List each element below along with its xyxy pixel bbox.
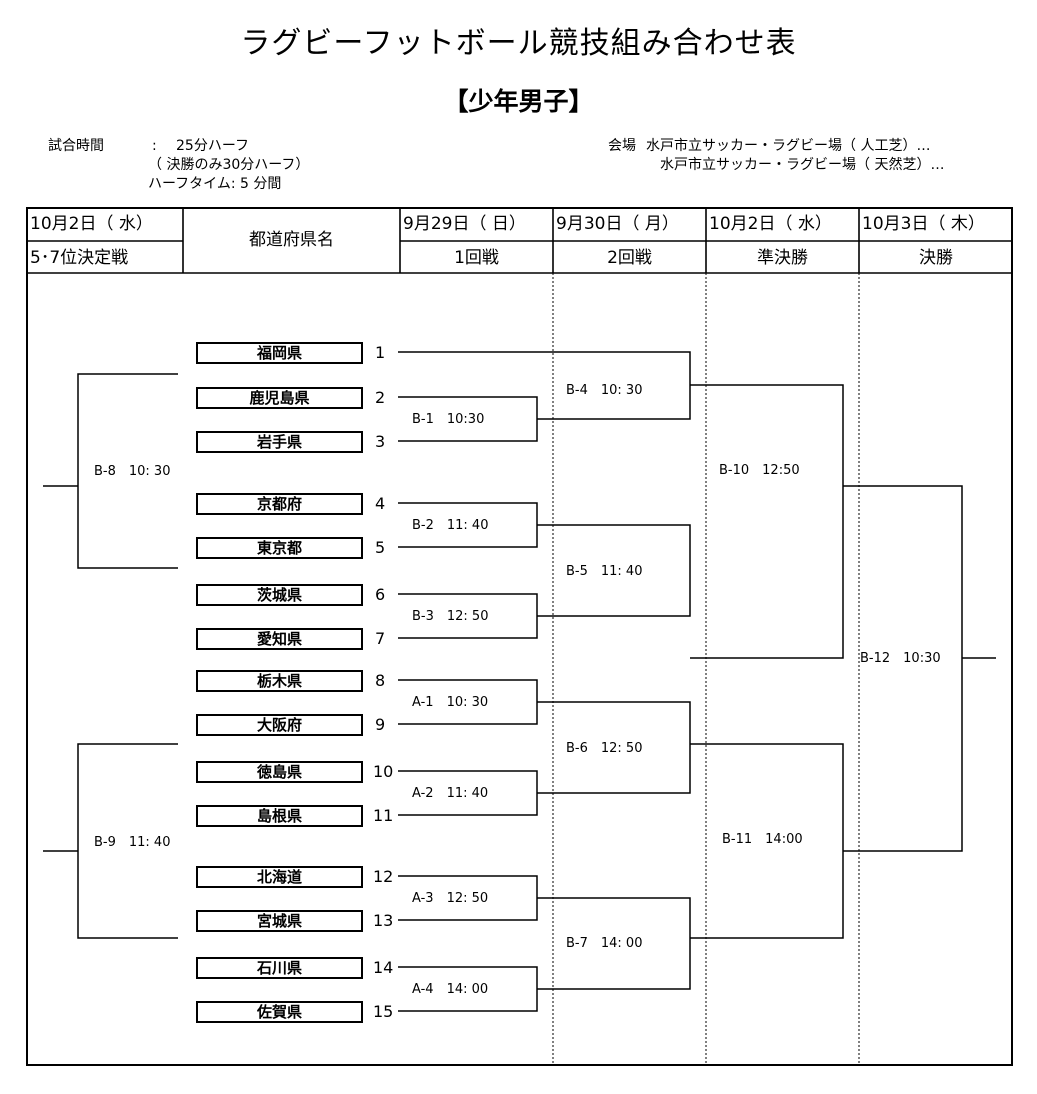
header-col6-round: 決勝 [919,248,953,268]
page-subtitle: 【少年男子】 [443,87,594,116]
match-label: A-1 10: 30 [412,695,489,710]
team-name-box: 大阪府 [196,714,363,736]
team-name-box: 福岡県 [196,342,363,364]
header-col1-round: 5･7位決定戦 [30,248,129,268]
header-col3-round: 1回戦 [454,248,499,268]
match-label: B-10 12:50 [719,463,800,478]
final-note: （ 決勝のみ30分ハーフ） [148,157,310,173]
team-name-box: 佐賀県 [196,1001,363,1023]
team-name-box: 石川県 [196,957,363,979]
team-name-box: 鹿児島県 [196,387,363,409]
team-seed: 5 [375,538,386,557]
match-label: A-2 11: 40 [412,786,489,801]
header-col4-date: 9月30日（ 月） [556,214,679,234]
team-seed: 8 [375,671,386,690]
match-label: B-8 10: 30 [94,464,171,479]
team-seed: 2 [375,388,386,407]
team-name-box: 栃木県 [196,670,363,692]
header-col3-date: 9月29日（ 日） [403,214,526,234]
venue-1: 水戸市立サッカー・ラグビー場（ 人工芝）… [646,138,931,154]
header-prefecture-label: 都道府県名 [249,230,334,250]
match-label: B-11 14:00 [722,832,803,847]
venue-label: 会場 [608,138,636,154]
match-label: B-4 10: 30 [566,383,643,398]
team-seed: 7 [375,629,386,648]
team-seed: 10 [373,762,394,781]
match-time: 25分ハーフ [176,138,249,154]
halftime: ハーフタイム: 5 分間 [148,176,282,192]
match-label: B-9 11: 40 [94,835,171,850]
team-seed: 11 [373,806,394,825]
team-seed: 14 [373,958,394,977]
team-name-box: 茨城県 [196,584,363,606]
team-name-box: 愛知県 [196,628,363,650]
match-label: A-3 12: 50 [412,891,489,906]
match-time-label: 試合時間 [48,138,104,154]
team-seed: 9 [375,715,386,734]
team-seed: 4 [375,494,386,513]
match-label: B-1 10:30 [412,412,485,427]
team-name-box: 島根県 [196,805,363,827]
team-name-box: 北海道 [196,866,363,888]
header-col5-date: 10月2日（ 水） [709,214,832,234]
match-label: B-7 14: 00 [566,936,643,951]
team-seed: 3 [375,432,386,451]
team-seed: 6 [375,585,386,604]
team-seed: 15 [373,1002,394,1021]
match-label: A-4 14: 00 [412,982,489,997]
team-name-box: 宮城県 [196,910,363,932]
match-time-colon: : [152,138,157,154]
header-col4-round: 2回戦 [607,248,652,268]
team-seed: 1 [375,343,386,362]
page-title: ラグビーフットボール競技組み合わせ表 [240,26,797,61]
header-col5-round: 準決勝 [757,248,808,268]
match-label: B-6 12: 50 [566,741,643,756]
header-col6-date: 10月3日（ 木） [862,214,985,234]
team-name-box: 岩手県 [196,431,363,453]
match-label: B-5 11: 40 [566,564,643,579]
team-name-box: 京都府 [196,493,363,515]
team-seed: 13 [373,911,394,930]
team-name-box: 東京都 [196,537,363,559]
venue-2: 水戸市立サッカー・ラグビー場（ 天然芝）… [660,157,945,173]
header-col1-date: 10月2日（ 水） [30,214,153,234]
team-seed: 12 [373,867,394,886]
bracket-frame [26,207,1013,1066]
match-label: B-2 11: 40 [412,518,489,533]
match-label: B-3 12: 50 [412,609,489,624]
team-name-box: 徳島県 [196,761,363,783]
match-label-final: B-12 10:30 [860,651,941,666]
